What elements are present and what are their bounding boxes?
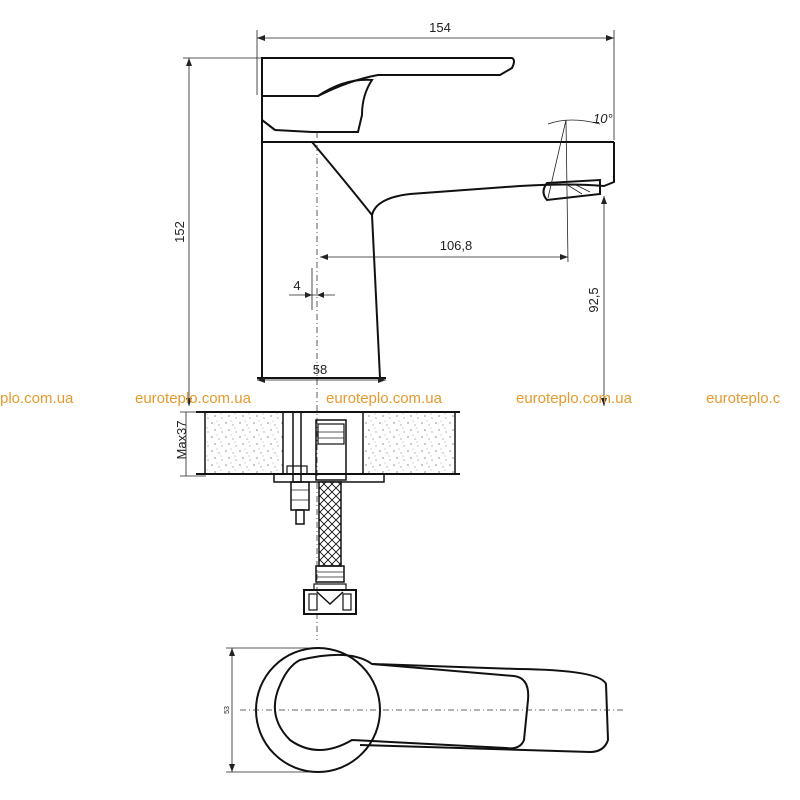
dim-max-thickness: Max37	[174, 411, 206, 477]
watermark-3: euroteplo.com.ua	[326, 390, 443, 407]
dim-offset-label: 4	[293, 278, 300, 293]
dim-base-label: 58	[313, 362, 327, 377]
dim-spout-height: 92,5	[586, 196, 607, 406]
dim-angle: 10°	[547, 111, 613, 263]
watermark-1: plo.com.ua	[0, 390, 74, 407]
dim-spout-height-label: 92,5	[586, 287, 601, 312]
dim-width-total: 154	[256, 20, 615, 140]
watermark-5: euroteplo.c	[706, 390, 781, 407]
dim-width-total-label: 154	[429, 20, 451, 35]
mounting-stud	[290, 481, 310, 525]
dim-spout-reach: 106,8	[320, 238, 568, 260]
dim-angle-label: 10°	[593, 111, 613, 126]
faucet-top-view: 53	[224, 647, 624, 773]
braided-hose	[303, 481, 357, 615]
dim-top-view-label: 53	[224, 706, 231, 714]
dim-offset: 4	[289, 268, 335, 310]
dim-max-thickness-label: Max37	[174, 420, 189, 459]
faucet-side-view	[257, 57, 615, 640]
dim-height-total-label: 152	[172, 221, 187, 243]
dim-height-total: 152	[172, 57, 262, 406]
watermark-4: euroteplo.com.ua	[516, 390, 633, 407]
dim-spout-reach-label: 106,8	[440, 238, 473, 253]
watermark-row: plo.com.ua euroteplo.com.ua euroteplo.co…	[0, 390, 781, 407]
dim-base: 58	[257, 362, 386, 383]
countertop-section	[196, 411, 460, 483]
watermark-2: euroteplo.com.ua	[135, 390, 252, 407]
